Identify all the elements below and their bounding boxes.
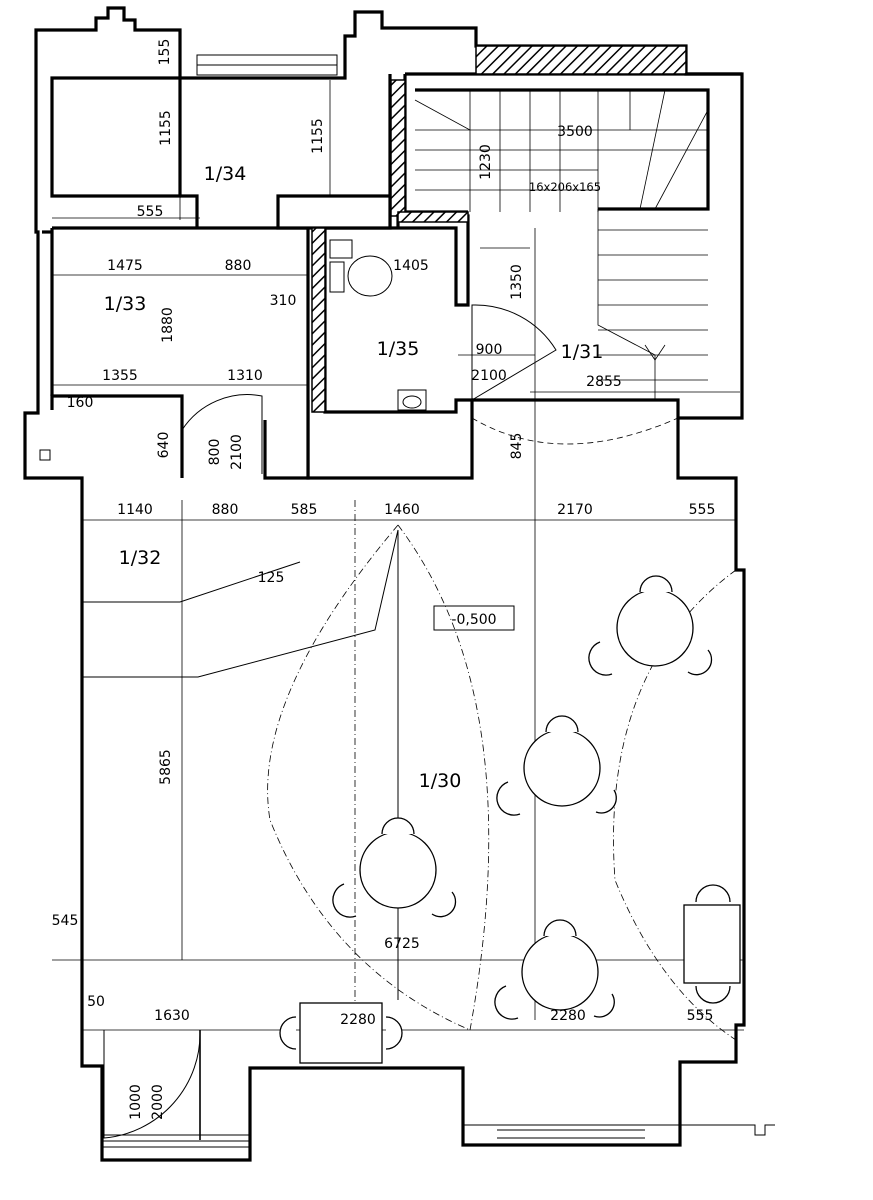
dim-1140: 1140 [117, 502, 153, 518]
room-labels: 1/34 1/33 1/35 1/31 1/32 1/30 [104, 163, 604, 792]
dim-310: 310 [270, 293, 297, 309]
dim-555-bottom: 555 [687, 1008, 714, 1024]
hatched-parapet [475, 45, 687, 75]
dim-1405: 1405 [393, 258, 429, 274]
table-set-1 [588, 575, 713, 676]
dim-1350: 1350 [509, 264, 525, 300]
hatched-wall-wc-left [311, 227, 326, 413]
windows [101, 54, 775, 1148]
dimension-lines [52, 80, 744, 1031]
dimension-texts: 555 3500 1475 880 1405 310 900 2100 1355… [52, 124, 716, 1028]
dim-155: 155 [157, 39, 173, 66]
dim-880-upper: 880 [225, 258, 252, 274]
hatched-wall-wc-top [397, 211, 469, 223]
dim-1630: 1630 [154, 1008, 190, 1024]
dim-2280-right: 2280 [550, 1008, 586, 1024]
dim-800: 800 [207, 439, 223, 466]
dim-1310: 1310 [227, 368, 263, 384]
hatched-wall-stair-left [390, 79, 406, 217]
room-1-33: 1/33 [104, 293, 147, 315]
dim-6725: 6725 [384, 936, 420, 952]
dim-2100-door: 2100 [471, 368, 507, 384]
dim-1155-left: 1155 [158, 110, 174, 146]
dim-880-lower: 880 [212, 502, 239, 518]
level-tag-box [433, 605, 515, 631]
room-1-30: 1/30 [419, 770, 462, 792]
table-set-3 [332, 817, 457, 918]
dim-1460: 1460 [384, 502, 420, 518]
dim-5865: 5865 [158, 749, 174, 785]
column-marker [39, 449, 51, 461]
room-1-32: 1/32 [119, 547, 162, 569]
dim-640: 640 [156, 432, 172, 459]
dim-585: 585 [291, 502, 318, 518]
dim-1155-right: 1155 [310, 118, 326, 154]
dim-545: 545 [52, 913, 79, 929]
dim-2000: 2000 [150, 1084, 166, 1120]
level-tag: -0,500 [451, 612, 496, 628]
dim-1355: 1355 [102, 368, 138, 384]
ramp-lines [82, 529, 399, 1000]
table-set-4 [494, 919, 615, 1020]
dim-2855: 2855 [586, 374, 622, 390]
dim-555-mid: 555 [689, 502, 716, 518]
room-1-31: 1/31 [561, 341, 604, 363]
room-1-34: 1/34 [204, 163, 247, 185]
table-set-5 [683, 884, 741, 1004]
dim-1000: 1000 [128, 1084, 144, 1120]
dim-900: 900 [476, 342, 503, 358]
dim-160: 160 [67, 395, 94, 411]
interior-walls [50, 72, 742, 480]
dim-1880: 1880 [160, 307, 176, 343]
dim-1230: 1230 [478, 144, 494, 180]
doors [103, 304, 679, 1140]
table-set-2 [496, 715, 617, 816]
table-set-6 [279, 1002, 403, 1064]
room-1-35: 1/35 [377, 338, 420, 360]
dim-2170: 2170 [557, 502, 593, 518]
dim-50: 50 [87, 994, 105, 1010]
dim-845: 845 [509, 433, 525, 460]
dim-1475: 1475 [107, 258, 143, 274]
dim-2100-small-door: 2100 [229, 434, 245, 470]
dim-2280-left: 2280 [340, 1012, 376, 1028]
dim-555-top: 555 [137, 204, 164, 220]
dim-125: 125 [258, 570, 285, 586]
wc-fixtures [329, 239, 427, 411]
dim-3500: 3500 [557, 124, 593, 140]
staircase [414, 89, 709, 400]
dimension-texts-vertical: 155 1155 1155 1230 1880 1350 640 800 210… [128, 39, 525, 1120]
stair-spec: 16x206x165 [529, 180, 601, 194]
